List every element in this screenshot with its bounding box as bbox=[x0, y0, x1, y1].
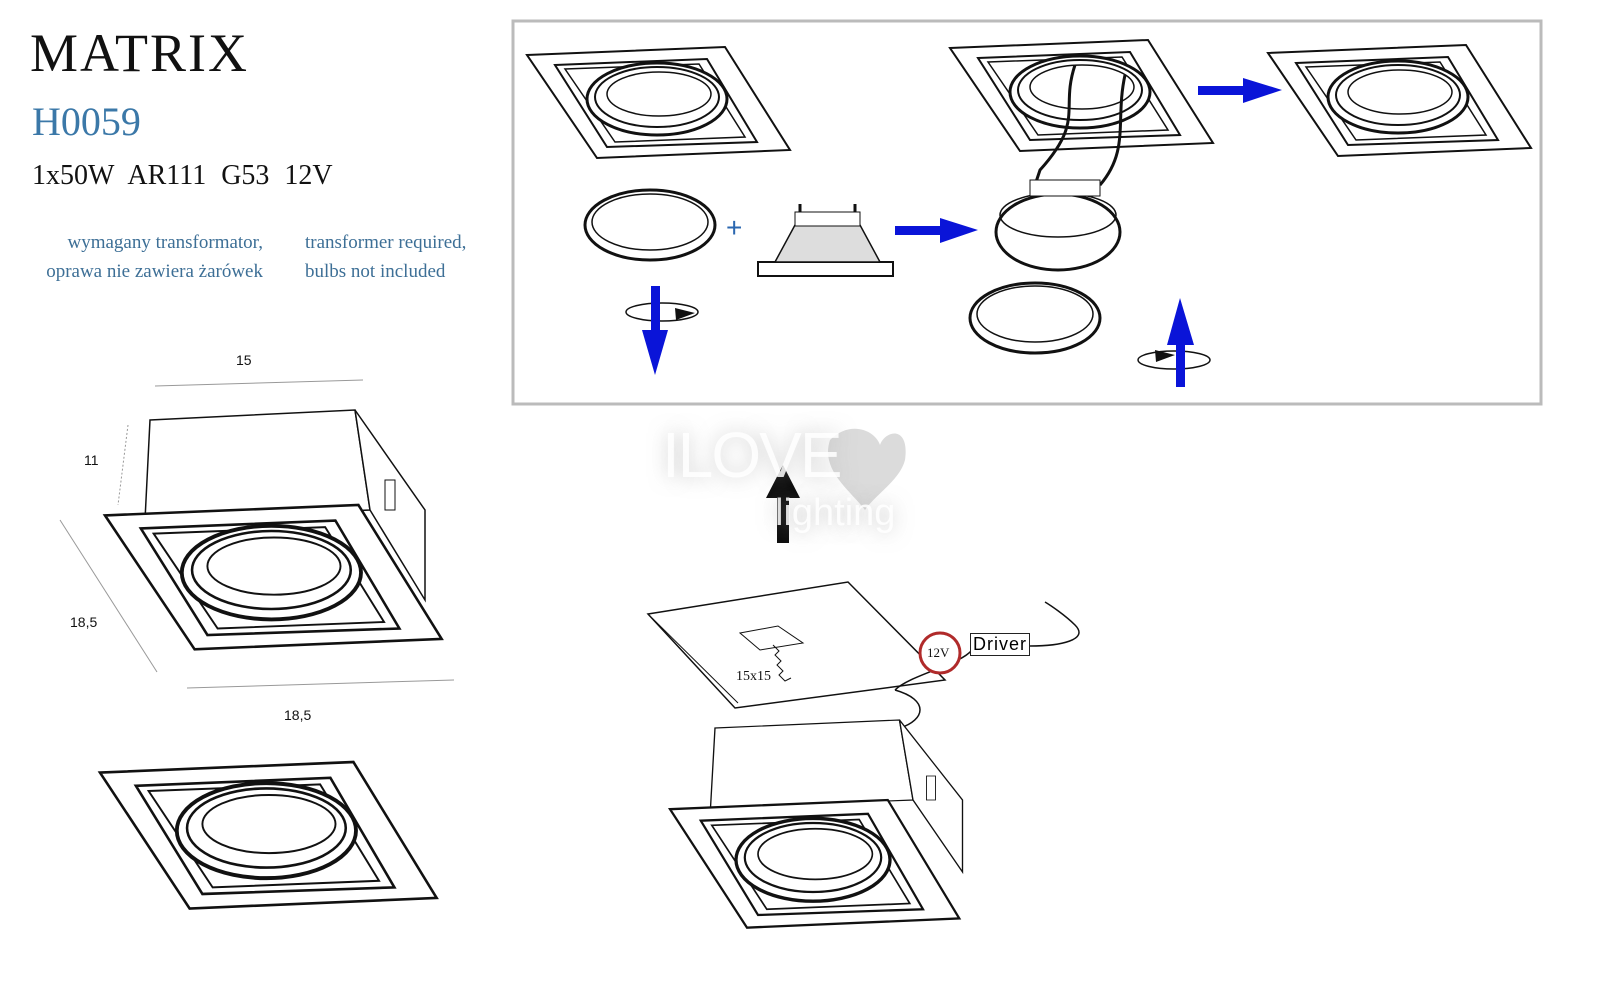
dimension-height: 11 bbox=[84, 452, 99, 468]
fixture-drawing bbox=[525, 45, 792, 160]
retaining-ring bbox=[968, 281, 1102, 355]
fixture-installed bbox=[668, 719, 964, 930]
bulb-in-ring bbox=[994, 179, 1122, 272]
watermark-logo-text: ILOVE bbox=[662, 419, 843, 491]
watermark-heart-icon bbox=[828, 428, 906, 510]
product-spec: 1x50W AR111 G53 12V bbox=[32, 160, 333, 191]
fixture-drawing bbox=[948, 38, 1215, 153]
plus-sign: + bbox=[726, 212, 743, 243]
dimension-width-bottom: 18,5 bbox=[284, 707, 312, 723]
instruction-panel bbox=[511, 19, 1543, 406]
product-code: H0059 bbox=[32, 99, 141, 144]
watermark-arrow-up-icon bbox=[766, 465, 800, 543]
note-polish: wymagany transformator, oprawa nie zawie… bbox=[16, 228, 263, 286]
fixture-bottom-view bbox=[98, 760, 439, 911]
arrow-right-icon bbox=[1198, 78, 1282, 103]
voltage-ring bbox=[918, 631, 962, 675]
arrow-down-rotate-icon bbox=[625, 286, 699, 375]
product-name: MATRIX bbox=[30, 23, 250, 83]
fixture-drawing bbox=[1266, 43, 1533, 158]
dimension-depth: 18,5 bbox=[70, 614, 98, 630]
arrow-up-rotate-icon bbox=[1137, 298, 1211, 387]
arrow-right-icon bbox=[895, 218, 978, 243]
cutout-size-label: 15x15 bbox=[736, 669, 771, 684]
dimension-width-top: 15 bbox=[236, 352, 252, 368]
note-line: oprawa nie zawiera żarówek bbox=[46, 261, 263, 282]
driver-box: Driver bbox=[970, 633, 1030, 656]
retaining-ring bbox=[583, 188, 717, 262]
note-line: bulbs not included bbox=[305, 261, 446, 282]
ceiling-panel bbox=[646, 581, 947, 709]
note-line: wymagany transformator, bbox=[67, 232, 263, 253]
note-english: transformer required, bulbs not included bbox=[305, 228, 466, 286]
voltage-label: 12V bbox=[927, 645, 950, 660]
note-line: transformer required, bbox=[305, 232, 467, 253]
dimension-drawing bbox=[59, 379, 455, 689]
watermark-logo-subtext: lighting bbox=[775, 492, 896, 534]
bulb-drawing bbox=[757, 204, 894, 277]
